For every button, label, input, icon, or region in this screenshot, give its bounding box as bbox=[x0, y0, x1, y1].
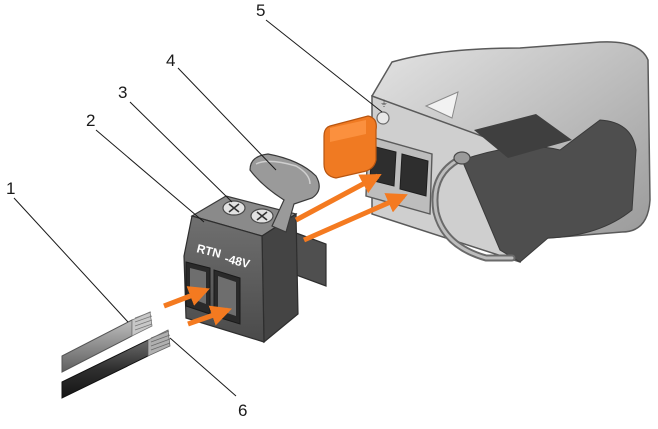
arrow-wire-to-plug-lower bbox=[187, 305, 232, 327]
psu-vent bbox=[474, 114, 572, 158]
plug-right-face bbox=[261, 212, 299, 344]
callout-4: 4 bbox=[166, 51, 175, 70]
psu-led bbox=[376, 111, 390, 125]
callout-3: 3 bbox=[118, 83, 127, 102]
arrow-wire-to-plug-upper bbox=[163, 286, 210, 309]
callouts: 1 2 3 4 5 6 bbox=[6, 1, 383, 420]
arrow-plug-to-psu-lower bbox=[302, 193, 408, 243]
callout-2: 2 bbox=[86, 111, 95, 130]
psu-socket-pin-right bbox=[399, 153, 429, 197]
wires bbox=[61, 311, 171, 399]
ground-symbol-icon: ⏚ bbox=[380, 99, 388, 108]
leader-line-3 bbox=[129, 101, 233, 203]
terminal-screws bbox=[222, 200, 274, 224]
leader-line-4 bbox=[177, 67, 277, 171]
arrow-plug-to-psu-upper bbox=[294, 173, 382, 223]
power-supply-unit: ⏚ bbox=[323, 41, 651, 264]
label-rtn: RTN bbox=[195, 241, 222, 261]
callout-6: 6 bbox=[238, 401, 247, 420]
callout-5: 5 bbox=[256, 1, 265, 20]
leader-line-6 bbox=[169, 337, 237, 397]
insertion-arrows bbox=[163, 173, 408, 327]
callout-1: 1 bbox=[6, 179, 15, 198]
triangle-icon bbox=[424, 91, 459, 119]
leader-line-5 bbox=[265, 19, 383, 113]
label-negative-48v: -48V bbox=[223, 251, 251, 271]
dc-plug-connector: RTN -48V bbox=[183, 153, 327, 344]
plug-cover-flap bbox=[249, 153, 320, 233]
leader-line-1 bbox=[13, 197, 129, 323]
leader-line-2 bbox=[95, 129, 205, 223]
